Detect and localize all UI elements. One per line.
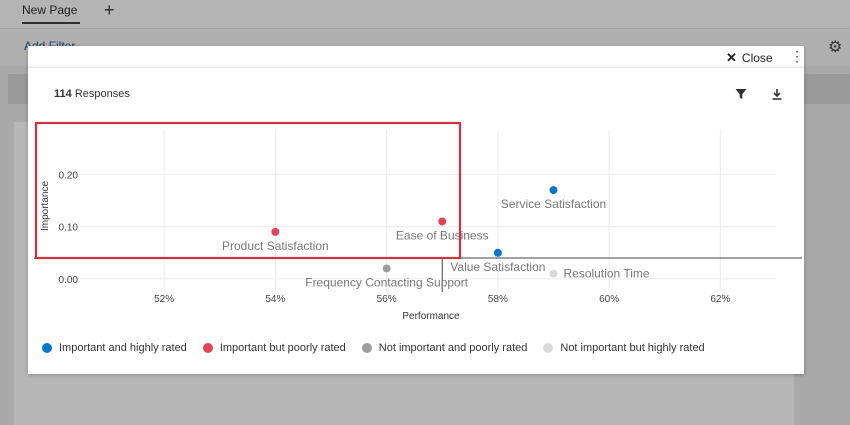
add-tab-button[interactable]: +	[104, 0, 115, 20]
legend-item[interactable]: Important and highly rated	[42, 342, 187, 354]
point-label: Ease of Business	[396, 228, 489, 242]
x-tick-label: 58%	[488, 294, 508, 305]
x-tick-label: 56%	[377, 294, 397, 305]
legend-item[interactable]: Important but poorly rated	[202, 342, 346, 354]
filter-icon[interactable]	[734, 87, 748, 101]
legend-item[interactable]: Not important but highly rated	[543, 342, 705, 354]
y-tick-label: 0.00	[59, 275, 79, 286]
scatter-chart: 52% 54% 56% 58% 60% 62% 0.00 0.10 0.20 Performa…	[34, 121, 802, 322]
download-icon[interactable]	[770, 87, 784, 101]
chart-modal: ✕ Close ⋮ 114 Responses 52% 54% 56% 58% 60% 6…	[28, 46, 804, 374]
point-label: Resolution Time	[564, 267, 650, 281]
highlight-box	[34, 121, 462, 260]
legend-item[interactable]: Not important and poorly rated	[361, 342, 528, 354]
tab-new-page[interactable]: New Page	[22, 3, 78, 17]
modal-header: ✕ Close ⋮	[28, 46, 804, 68]
grid-lines	[64, 130, 776, 292]
data-point	[438, 217, 447, 226]
legend-label: Not important and poorly rated	[378, 342, 528, 354]
data-point	[271, 227, 280, 236]
data-point	[549, 186, 558, 195]
close-label: Close	[741, 51, 773, 65]
x-tick-labels: 52% 54% 56% 58% 60% 62%	[154, 294, 730, 305]
responses-count: 114 Responses	[54, 88, 130, 100]
point-label: Product Satisfaction	[222, 239, 329, 253]
legend-dot	[543, 343, 554, 353]
x-tick-label: 62%	[710, 294, 730, 305]
y-tick-label: 0.10	[59, 223, 79, 234]
data-point	[549, 269, 558, 278]
x-tick-label: 54%	[265, 294, 285, 305]
y-tick-labels: 0.00 0.10 0.20	[59, 170, 79, 286]
responses-label: Responses	[74, 88, 130, 100]
active-tab-underline	[22, 22, 80, 24]
legend-label: Not important but highly rated	[560, 342, 705, 354]
point-label: Value Satisfaction	[450, 260, 545, 274]
responses-number: 114	[54, 88, 72, 100]
x-tick-label: 52%	[154, 294, 174, 305]
point-label: Service Satisfaction	[501, 197, 606, 211]
chart-legend: Important and highly rated Important but …	[42, 342, 721, 354]
gear-icon[interactable]: ⚙	[828, 39, 843, 56]
data-point	[493, 248, 502, 257]
x-tick-label: 60%	[599, 294, 619, 305]
legend-dot	[361, 343, 372, 353]
x-axis-label: Performance	[402, 311, 460, 322]
data-point	[382, 264, 391, 273]
top-tab-bar: New Page +	[0, 0, 850, 28]
point-label: Frequency Contacting Support	[305, 275, 468, 289]
legend-label: Important but poorly rated	[219, 342, 346, 354]
legend-label: Important and highly rated	[59, 342, 187, 354]
legend-dot	[42, 343, 52, 353]
kebab-icon[interactable]: ⋮	[790, 48, 804, 64]
close-button[interactable]: ✕ Close	[726, 50, 773, 66]
close-icon: ✕	[726, 50, 737, 65]
y-axis-label: Importance	[40, 181, 51, 231]
legend-dot	[202, 343, 213, 353]
y-tick-label: 0.20	[59, 170, 79, 181]
